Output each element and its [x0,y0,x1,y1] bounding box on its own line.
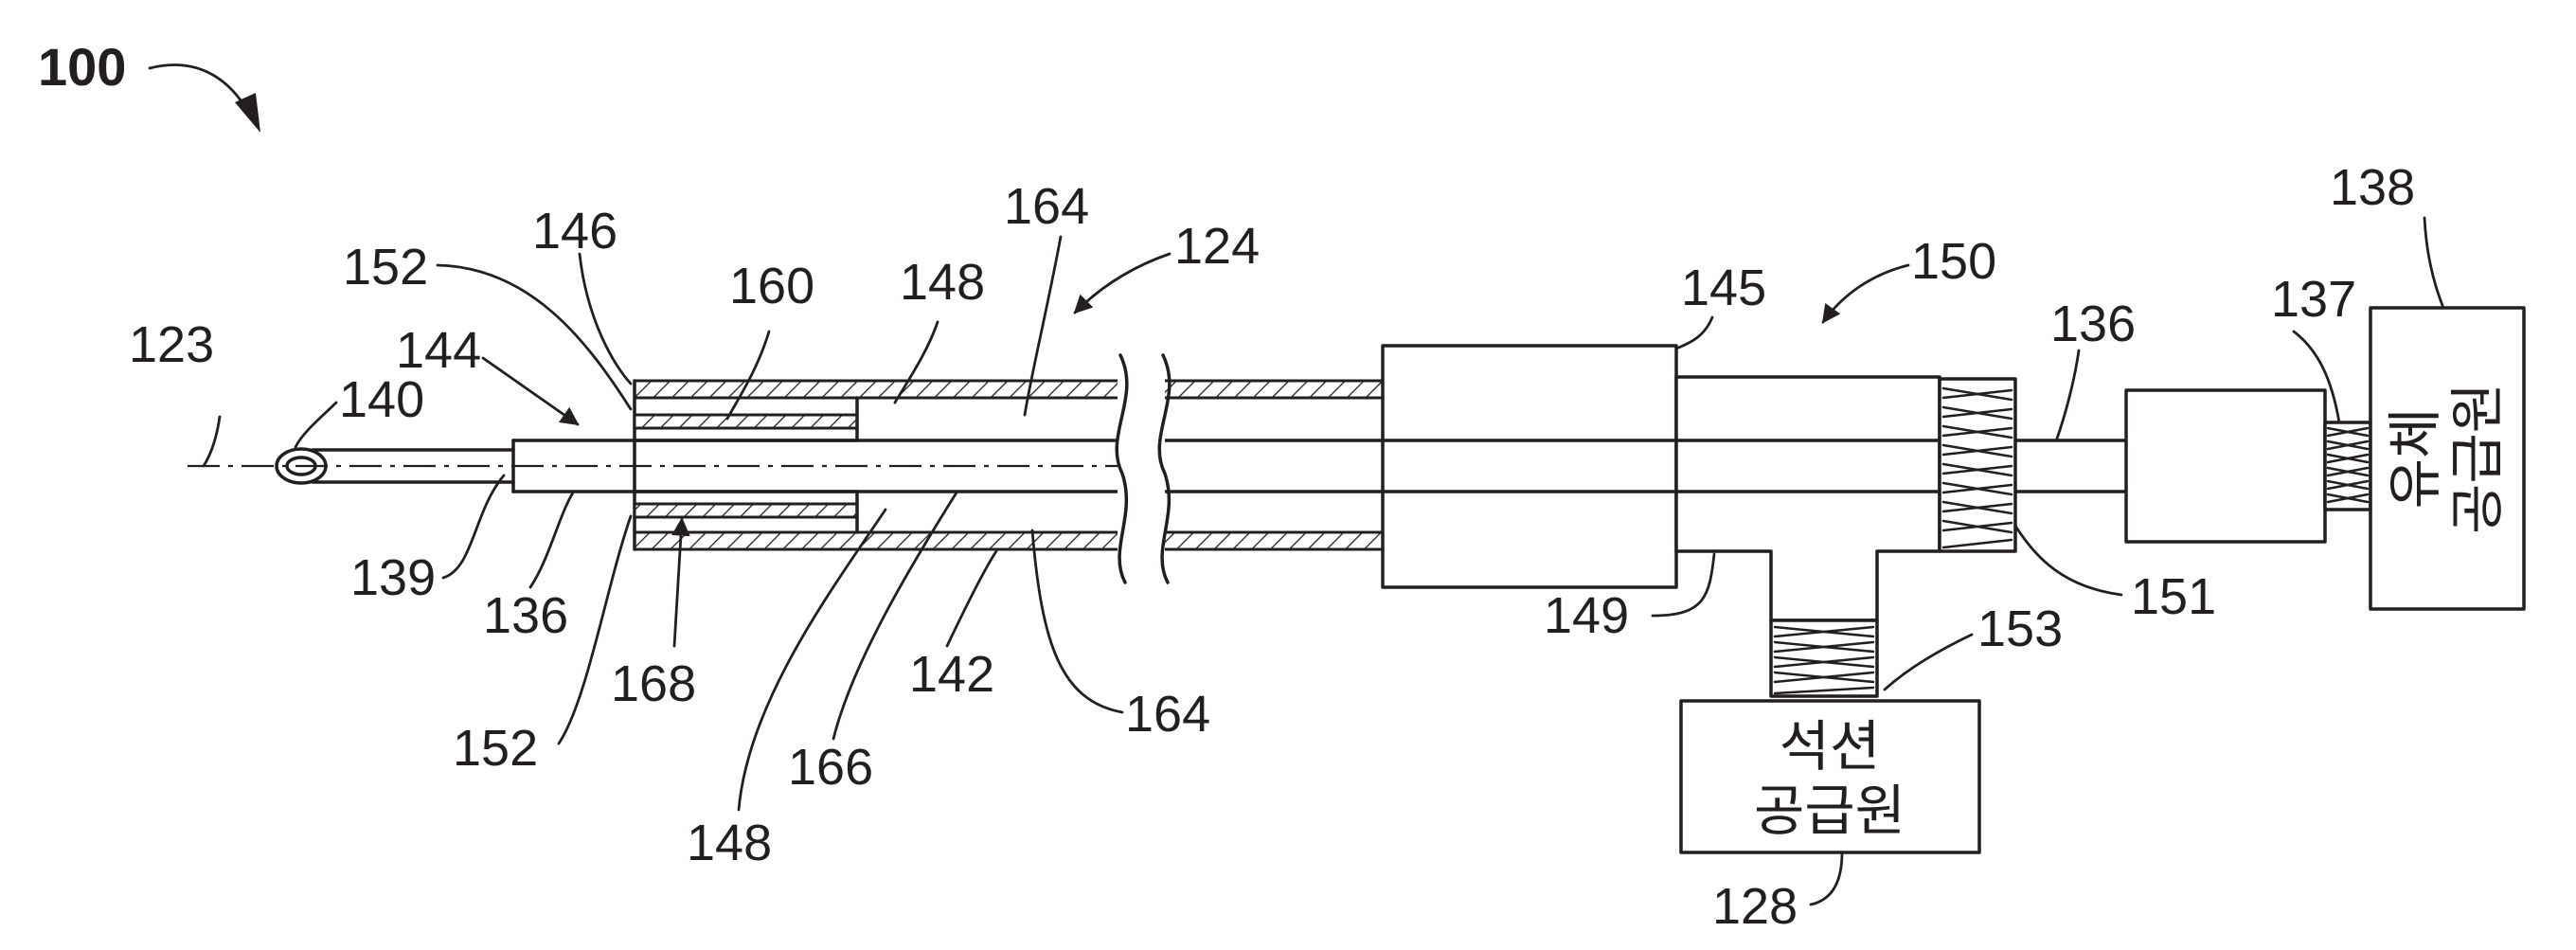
arrow-100 [150,65,248,112]
leader-123 [204,417,220,466]
label-149: 149 [1544,587,1629,644]
fluid-supply-line2: 공급원 [2445,383,2510,534]
leader-136b [530,493,573,587]
label-142: 142 [909,646,994,703]
leader-145 [1676,317,1712,349]
label-153: 153 [1977,600,2063,657]
leader-164b [1032,530,1122,712]
fluid-supply-line1: 유체 [2383,408,2447,510]
leader-128 [1811,852,1842,905]
label-128: 128 [1712,878,1798,935]
leader-124 [1075,254,1170,313]
label-144: 144 [396,322,481,379]
label-139: 139 [350,549,436,606]
label-140: 140 [339,371,424,428]
break-lines [1117,355,1170,583]
leader-139 [443,475,504,578]
label-145: 145 [1681,260,1766,316]
leader-151 [2015,526,2121,595]
leader-144 [483,358,578,424]
leader-150 [1823,265,1908,322]
threads-151 [1940,379,2015,551]
connector-block [2126,390,2325,542]
tee-connector-150 [1676,377,1940,620]
label-148-top: 148 [900,254,985,311]
label-151: 151 [2131,568,2216,625]
leader-142 [947,551,996,646]
sheath-wall-bottom [635,532,1383,549]
label-124: 124 [1174,218,1260,275]
leader-140 [295,403,336,447]
label-160: 160 [729,258,814,314]
label-168: 168 [611,655,696,712]
hub-body-145 [1383,346,1676,587]
label-164-top: 164 [1004,178,1089,235]
label-136-left: 136 [483,587,568,644]
suction-supply-line2: 공급원 [1754,779,1905,843]
label-152-bottom: 152 [453,720,538,777]
label-100: 100 [38,37,126,97]
label-150: 150 [1911,233,1996,290]
sleeve-top-hatched [635,415,857,428]
label-137: 137 [2271,271,2356,328]
label-164-bottom: 164 [1125,686,1210,743]
label-123: 123 [129,316,214,373]
threads-137 [2325,422,2370,510]
suction-supply-line1: 석션 [1780,714,1881,779]
label-152-top: 152 [343,239,428,296]
sleeve-bottom-hatched [635,504,857,517]
leader-138 [2424,218,2443,308]
label-136-right: 136 [2050,296,2136,352]
leader-136a [2057,350,2079,439]
leader-153 [1885,635,1972,690]
label-146: 146 [532,203,617,260]
leader-146 [580,254,631,384]
threads-153 [1771,620,1877,696]
leader-160 [727,332,769,419]
label-138: 138 [2330,159,2415,216]
label-148-bottom: 148 [687,815,772,871]
label-166: 166 [788,739,873,796]
